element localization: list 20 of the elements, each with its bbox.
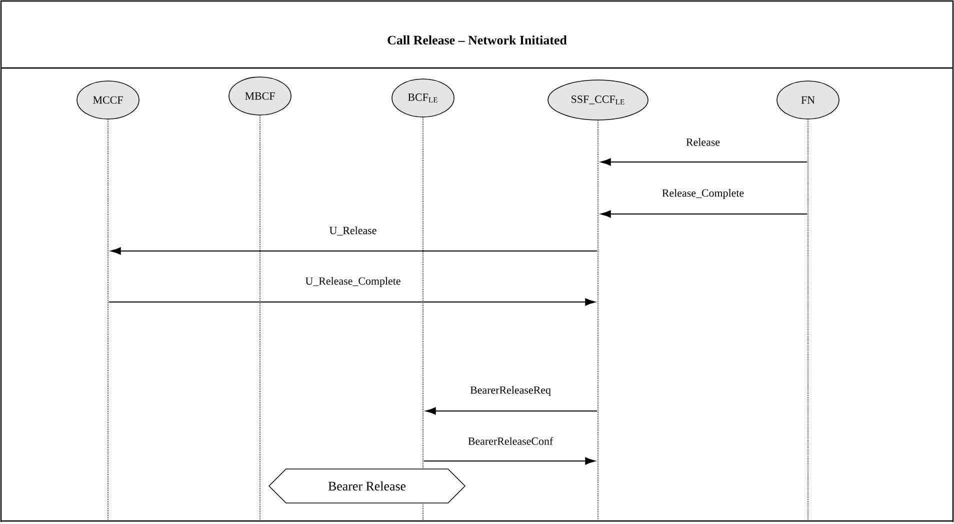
edge-label: U_Release_Complete (305, 277, 400, 287)
lifeline-head: BCF$_{LE}$ (392, 78, 454, 118)
edge-label: BearerReleaseReq (470, 386, 551, 396)
lifeline (422, 116, 424, 520)
title: Call Release – Network Initiated (388, 35, 567, 45)
edge-label: U_Release (330, 226, 376, 236)
edge-label: BearerReleaseConf (468, 437, 554, 445)
lifeline-head: FN (776, 80, 840, 120)
arrow (108, 298, 596, 306)
arrow (423, 457, 596, 465)
arrow (110, 247, 598, 255)
arrow (600, 210, 808, 218)
lifeline-head: MBCF (228, 76, 292, 116)
arrow (426, 407, 598, 415)
edge-label: Release (686, 138, 720, 146)
hexagon-box: Bearer Release (268, 468, 466, 504)
lifeline-head: MCCF (76, 80, 140, 120)
lifeline-head: SSF_CCF$_{LE}$ (548, 80, 648, 120)
edge-label: Release_Complete (662, 189, 744, 199)
arrow (600, 158, 808, 166)
